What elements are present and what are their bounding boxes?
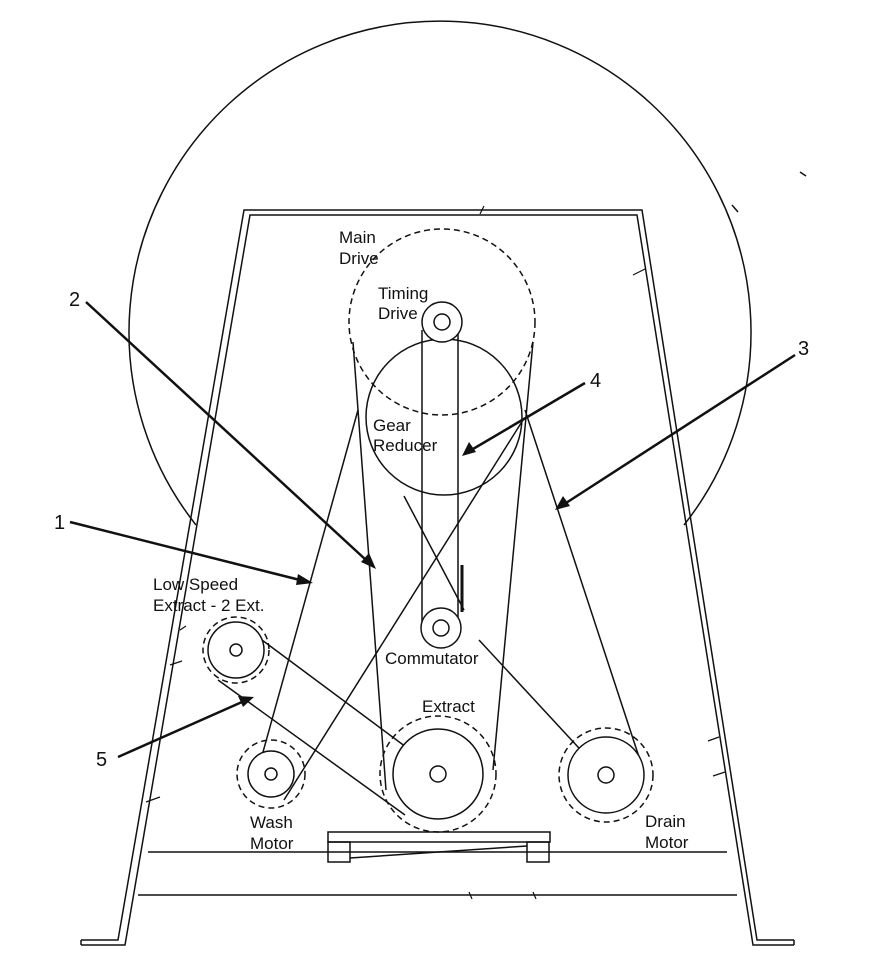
motor-base <box>327 831 551 863</box>
callout-4-number: 4 <box>590 370 601 392</box>
commutator-pulley <box>420 607 462 649</box>
callout-3-number: 3 <box>798 338 809 360</box>
belts <box>217 325 641 816</box>
callout-2-arrow <box>85 301 376 569</box>
low-speed-extract-label-line1: Low Speed <box>153 575 238 594</box>
commutator-label: Commutator <box>385 649 479 668</box>
wash-motor-label-line2: Motor <box>250 834 294 853</box>
timing-drive-label-line2: Drive <box>378 304 418 323</box>
callout-5-arrow <box>117 696 254 759</box>
main-drive-label-line2: Drive <box>339 249 379 268</box>
extract-label: Extract <box>422 697 475 716</box>
callout-3-arrow <box>555 353 796 510</box>
low-speed-extract-label-line2: Extract - 2 Ext. <box>153 596 264 615</box>
timing-drive-pulley <box>421 301 463 343</box>
cylinder-outline <box>128 20 752 526</box>
wash-motor-pulley <box>236 739 306 809</box>
cylinder-tick-marks <box>731 171 807 213</box>
gear-reducer-label-line2: Reducer <box>373 436 438 455</box>
callout-4-arrow <box>462 381 586 456</box>
drain-motor-label-line1: Drain <box>645 812 686 831</box>
drain-motor-label-line2: Motor <box>645 833 689 852</box>
main-drive-pulley <box>348 228 536 416</box>
extract-pulley <box>379 715 497 833</box>
wash-motor-label-line1: Wash <box>250 813 293 832</box>
callout-1-number: 1 <box>54 512 65 534</box>
callout-1-arrow <box>69 520 313 585</box>
low-speed-extract-pulley <box>202 616 270 684</box>
callout-5-number: 5 <box>96 749 107 771</box>
drain-motor-pulley <box>558 727 654 823</box>
timing-drive-label-line1: Timing <box>378 284 428 303</box>
callout-2-number: 2 <box>69 289 80 311</box>
gear-reducer-label-line1: Gear <box>373 416 411 435</box>
main-drive-label-line1: Main <box>339 228 376 247</box>
